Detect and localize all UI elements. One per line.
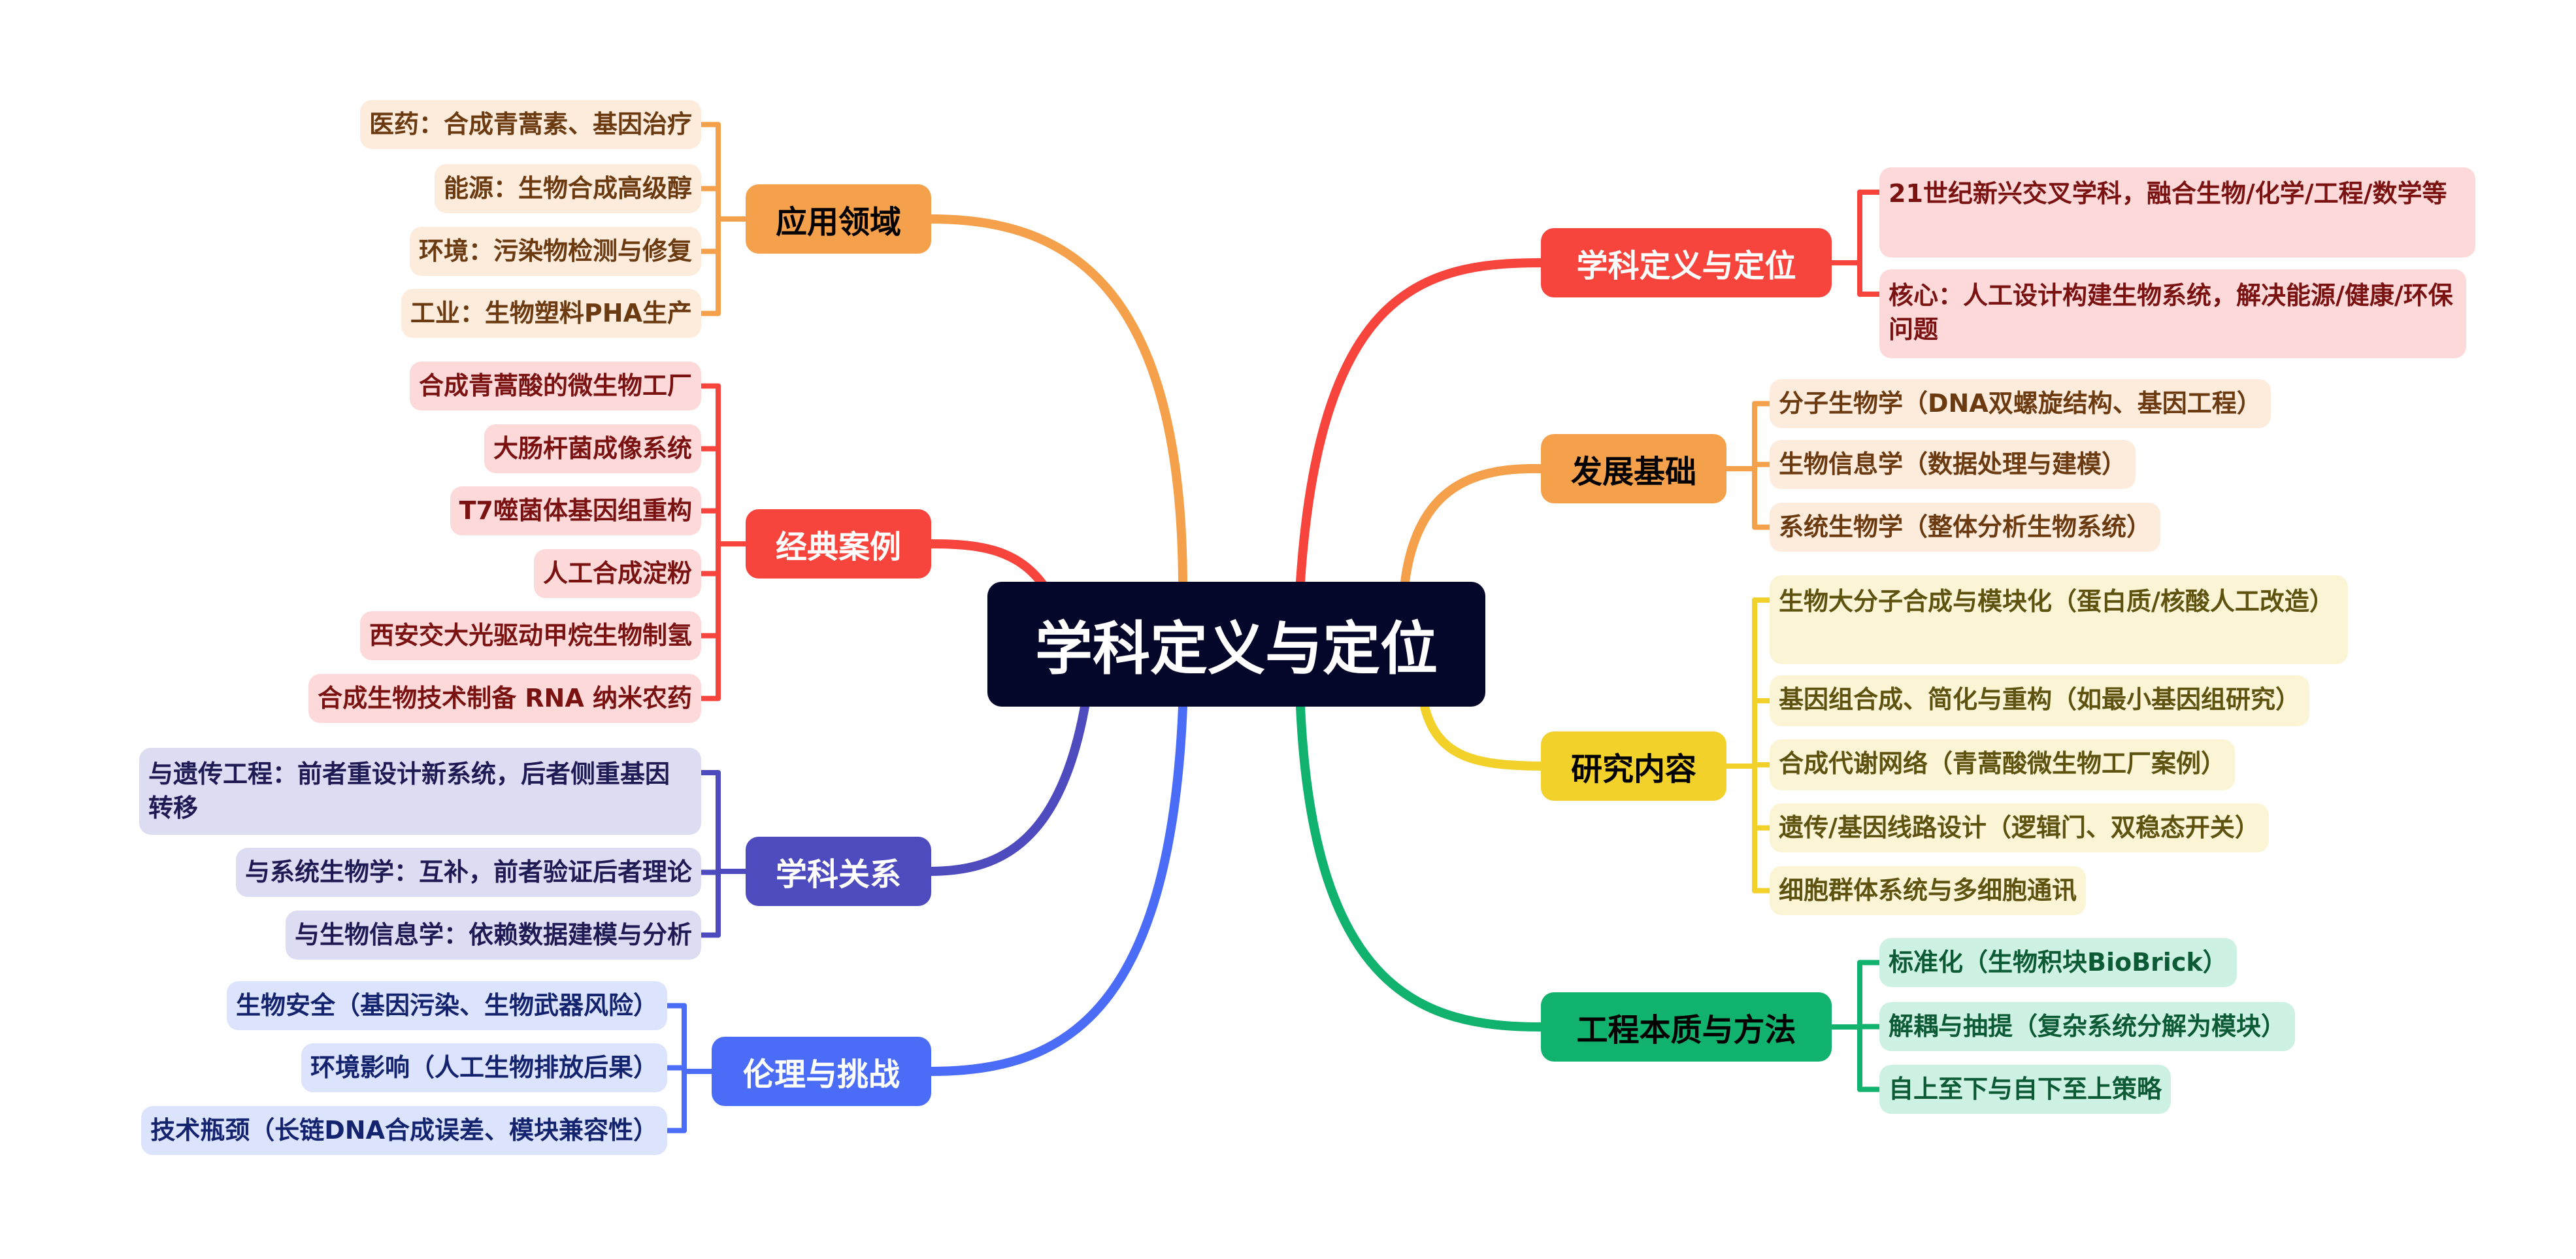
branch-research[interactable]: 研究内容 (1541, 731, 1726, 801)
leaf-node[interactable]: 遗传/基因线路设计（逻辑门、双稳态开关） (1770, 803, 2269, 852)
leaf-node[interactable]: 与系统生物学：互补，前者验证后者理论 (235, 848, 701, 897)
branch-connector (927, 702, 1187, 1076)
branch-connector (927, 214, 1187, 593)
branch-connector (927, 702, 1089, 876)
leaf-node[interactable]: 环境影响（人工生物排放后果） (301, 1043, 667, 1092)
branch-connector (927, 539, 1050, 593)
leaf-node[interactable]: 解耦与抽提（复杂系统分解为模块） (1879, 1002, 2296, 1051)
leaf-node[interactable]: T7噬菌体基因组重构 (450, 486, 701, 535)
leaf-node[interactable]: 工业：生物塑料PHA生产 (401, 289, 701, 338)
leaf-node[interactable]: 与生物信息学：依赖数据建模与分析 (285, 911, 701, 960)
branch-connector (1400, 463, 1545, 586)
leaf-node[interactable]: 自上至下与自下至上策略 (1879, 1065, 2171, 1114)
leaf-node[interactable]: 合成代谢网络（青蒿酸微生物工厂案例） (1770, 739, 2236, 790)
leaf-node[interactable]: 人工合成淀粉 (533, 549, 701, 598)
branch-definition[interactable]: 学科定义与定位 (1541, 228, 1832, 297)
branch-relations[interactable]: 学科关系 (746, 837, 931, 906)
leaf-node[interactable]: 与遗传工程：前者重设计新系统，后者侧重基因转移 (139, 748, 701, 835)
leaf-node[interactable]: 系统生物学（整体分析生物系统） (1770, 503, 2161, 552)
branch-ethics[interactable]: 伦理与挑战 (712, 1037, 931, 1106)
leaf-node[interactable]: 合成青蒿酸的微生物工厂 (409, 361, 701, 411)
branch-applications[interactable]: 应用领域 (746, 184, 931, 254)
leaf-node[interactable]: 环境：污染物检测与修复 (409, 227, 701, 276)
leaf-node[interactable]: 生物信息学（数据处理与建模） (1770, 440, 2136, 489)
leaf-node[interactable]: 技术瓶颈（长链DNA合成误差、模块兼容性） (141, 1106, 667, 1155)
leaf-node[interactable]: 大肠杆菌成像系统 (484, 424, 701, 473)
leaf-node[interactable]: 标准化（生物积块BioBrick） (1879, 938, 2237, 987)
leaf-node[interactable]: 21世纪新兴交叉学科，融合生物/化学/工程/数学等 (1879, 167, 2475, 258)
branch-connector (1296, 702, 1545, 1032)
branch-foundations[interactable]: 发展基础 (1541, 434, 1726, 503)
branch-engineering[interactable]: 工程本质与方法 (1541, 992, 1832, 1062)
leaf-node[interactable]: 西安交大光驱动甲烷生物制氢 (359, 611, 701, 660)
leaf-node[interactable]: 能源：生物合成高级醇 (434, 164, 701, 213)
leaf-node[interactable]: 核心：人工设计构建生物系统，解决能源/健康/环保问题 (1879, 269, 2466, 358)
leaf-node[interactable]: 合成生物技术制备 RNA 纳米农药 (308, 674, 701, 723)
central-topic[interactable]: 学科定义与定位 (987, 582, 1485, 707)
leaf-node[interactable]: 分子生物学（DNA双螺旋结构、基因工程） (1770, 379, 2271, 428)
branch-connector (1420, 702, 1545, 771)
leaf-node[interactable]: 医药：合成青蒿素、基因治疗 (359, 100, 701, 149)
leaf-node[interactable]: 生物大分子合成与模块化（蛋白质/核酸人工改造） (1770, 575, 2348, 664)
branch-classic-cases[interactable]: 经典案例 (746, 509, 931, 579)
leaf-node[interactable]: 生物安全（基因污染、生物武器风险） (226, 981, 667, 1030)
leaf-node[interactable]: 基因组合成、简化与重构（如最小基因组研究） (1770, 675, 2310, 726)
leaf-node[interactable]: 细胞群体系统与多细胞通讯 (1770, 866, 2087, 915)
branch-connector (1296, 258, 1545, 586)
